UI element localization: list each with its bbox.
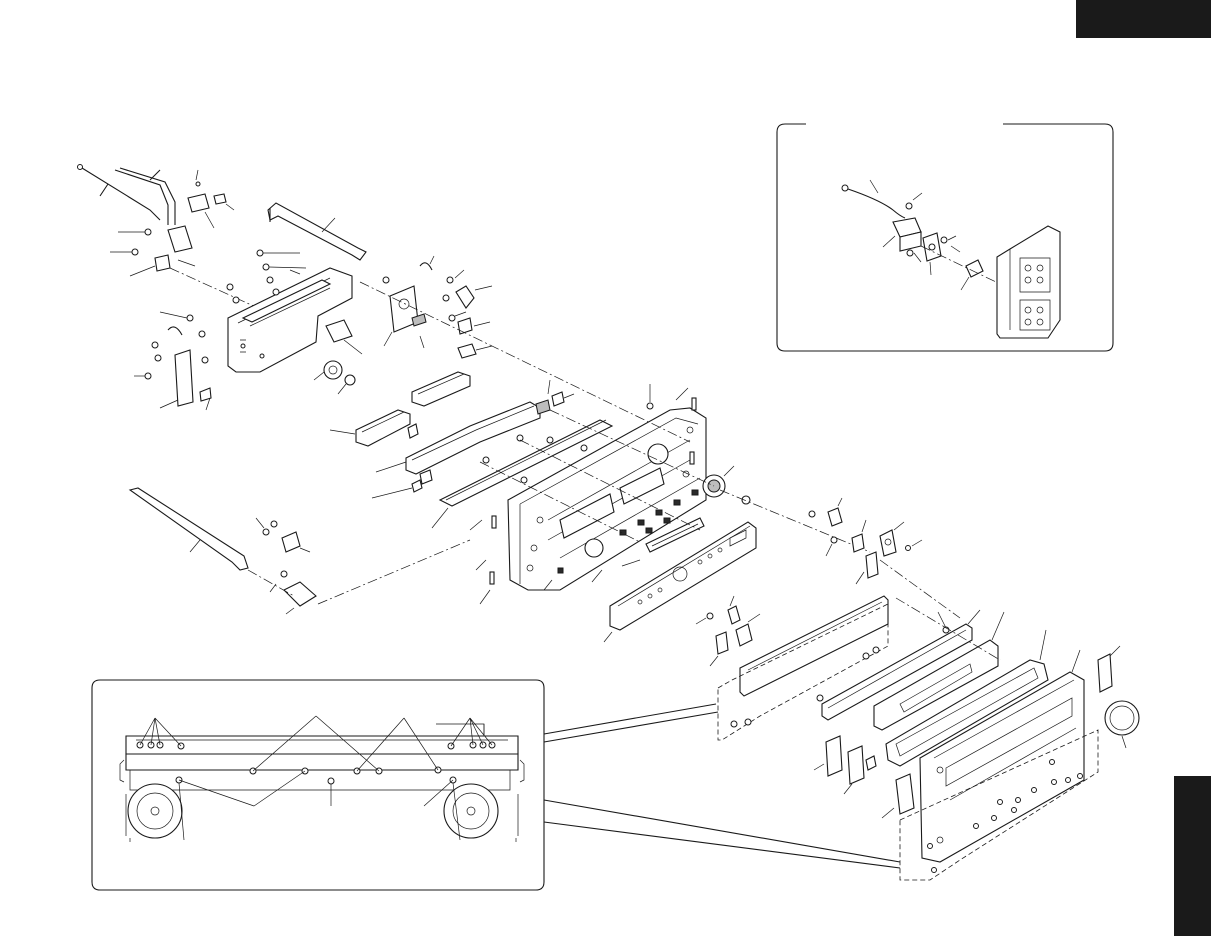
front-panel-layers bbox=[717, 595, 1140, 881]
section-side-tab bbox=[1174, 776, 1211, 936]
detail-inset-top bbox=[776, 123, 1114, 352]
button-strips bbox=[329, 371, 614, 529]
callout-connectors bbox=[543, 703, 901, 869]
detail-inset-bottom bbox=[91, 679, 545, 891]
right-small-brackets bbox=[695, 497, 961, 667]
front-panel-plate bbox=[603, 521, 757, 643]
front-sub-chassis bbox=[359, 281, 871, 605]
centre-pcb bbox=[313, 255, 493, 395]
rear-chassis-bracket bbox=[226, 249, 363, 373]
left-small-pcb bbox=[134, 311, 212, 411]
left-jack-assembly bbox=[77, 164, 281, 319]
flat-cable-top bbox=[267, 202, 367, 261]
page-corner-tab bbox=[1076, 0, 1211, 38]
left-rod-and-bracket bbox=[128, 487, 471, 615]
